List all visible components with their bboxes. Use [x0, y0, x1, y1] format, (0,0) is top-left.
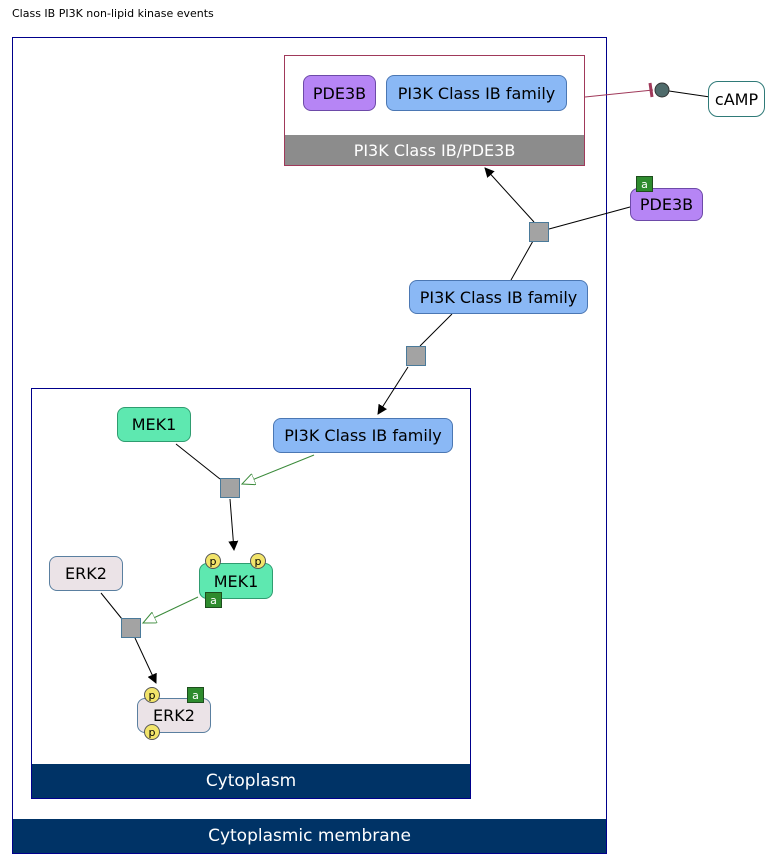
phospho-site-badge: p: [144, 687, 160, 703]
node-erk2[interactable]: ERK2: [49, 556, 123, 591]
edge-inhibition: [584, 89, 654, 98]
inhibition-node: [654, 82, 670, 98]
edge-pi3k-to-process2: [419, 313, 453, 347]
process-node-4[interactable]: [121, 618, 141, 638]
process-node-1[interactable]: [529, 222, 549, 242]
node-pde3b[interactable]: PDE3B: [630, 188, 703, 221]
edge-pi3k-catalysis: [242, 454, 315, 484]
active-site-badge: a: [205, 592, 222, 608]
active-site-badge: a: [187, 687, 204, 703]
edge-process4-to-erk2p: [134, 637, 157, 684]
edge-erk2-to-process4: [100, 592, 123, 620]
compartment-label: Cytoplasmic membrane: [13, 819, 606, 853]
diagram-title: Class IB PI3K non-lipid kinase events: [12, 7, 214, 20]
edge-process1-to-complex: [484, 167, 535, 223]
phospho-site-badge: p: [205, 553, 221, 569]
node-pi3k-class-ib-cytoplasm[interactable]: PI3K Class IB family: [273, 418, 453, 453]
edge-process2-to-pi3k-cyto: [377, 366, 409, 415]
edge-mek1p-catalysis: [143, 596, 199, 623]
edge-mek1-to-process3: [175, 443, 221, 480]
inhibition-bar: [648, 82, 654, 98]
process-node-2[interactable]: [406, 346, 426, 366]
phospho-site-badge: p: [250, 553, 266, 569]
complex-member-pde3b[interactable]: PDE3B: [303, 75, 376, 111]
compartment-cytoplasmic-membrane[interactable]: Cytoplasmic membrane: [12, 37, 607, 854]
process-node-3[interactable]: [220, 478, 240, 498]
active-site-badge: a: [636, 176, 653, 192]
edge-pde3b-to-process1: [548, 206, 631, 230]
edge-camp-to-inhibition-dot: [668, 90, 711, 98]
node-pi3k-class-ib-membrane[interactable]: PI3K Class IB family: [409, 280, 588, 314]
complex-label: PI3K Class IB/PDE3B: [285, 135, 584, 165]
node-mek1-phosphorylated[interactable]: MEK1: [199, 563, 273, 599]
edge-pi3k-to-process1: [510, 240, 534, 281]
node-mek1[interactable]: MEK1: [117, 407, 191, 442]
compartment-cytoplasm[interactable]: Cytoplasm: [31, 388, 471, 799]
node-camp[interactable]: cAMP: [708, 81, 765, 117]
edge-process3-to-mek1p: [228, 498, 239, 551]
compartment-label: Cytoplasm: [32, 764, 470, 798]
phospho-site-badge: p: [144, 724, 160, 740]
complex-member-pi3k[interactable]: PI3K Class IB family: [386, 75, 567, 111]
